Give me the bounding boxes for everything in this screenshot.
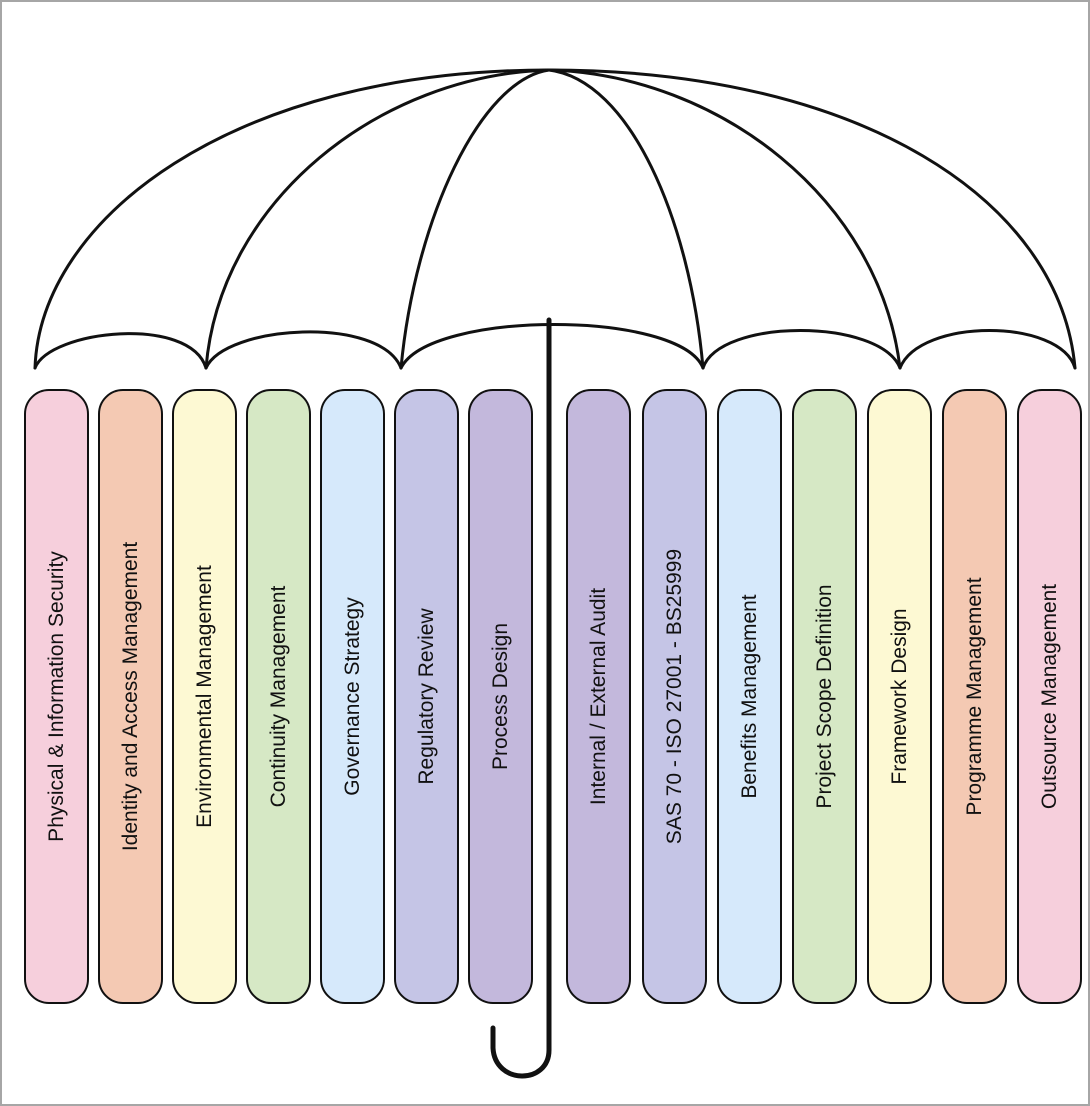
- pillar-2: [98, 389, 163, 1004]
- pillar-label-9: SAS 70 - ISO 27001 - BS25999: [663, 549, 686, 844]
- pillar-4: [246, 389, 311, 1004]
- pillar-label-4: Continuity Management: [267, 585, 290, 807]
- canopy-rib-6: [547, 68, 1077, 370]
- canopy-rib-2: [204, 68, 551, 370]
- pillar-label-2: Identity and Access Management: [119, 542, 142, 852]
- pillar-13: [942, 389, 1007, 1004]
- canopy-scallop-2: [204, 330, 403, 370]
- canopy-scallop-1: [33, 332, 208, 370]
- pillar-label-6: Regulatory Review: [415, 608, 438, 785]
- pillar-7: [468, 389, 533, 1004]
- pillar-11: [792, 389, 857, 1004]
- canopy-rib-1: [33, 68, 551, 370]
- canopy-scallop-5: [898, 329, 1077, 370]
- canopy-rib-4: [547, 68, 705, 370]
- pillar-5: [320, 389, 385, 1004]
- pillar-label-3: Environmental Management: [193, 565, 216, 828]
- pillar-label-12: Framework Design: [888, 608, 911, 784]
- pillar-6: [394, 389, 459, 1004]
- pillar-group: Physical & Information Security Identity …: [24, 389, 1082, 1004]
- pillar-label-5: Governance Strategy: [341, 597, 364, 796]
- canopy-rib-3: [399, 68, 551, 370]
- pillar-3: [172, 389, 237, 1004]
- pillar-label-10: Benefits Management: [738, 594, 761, 798]
- pillar-12: [867, 389, 932, 1004]
- pillar-label-14: Outsource Management: [1038, 584, 1061, 809]
- pillar-9: [642, 389, 707, 1004]
- canopy-rib-5: [547, 68, 902, 370]
- canopy-scallop-4: [701, 329, 902, 370]
- pillar-label-1: Physical & Information Security: [45, 551, 68, 842]
- pillar-label-7: Process Design: [489, 623, 512, 770]
- pillar-1: [24, 389, 89, 1004]
- umbrella-shaft: [490, 317, 552, 1079]
- pillar-8: [566, 389, 631, 1004]
- pillar-label-8: Internal / External Audit: [587, 588, 610, 805]
- umbrella-canopy: [33, 68, 1077, 370]
- canopy-scallop-3: [399, 323, 705, 370]
- pillar-10: [717, 389, 782, 1004]
- pillar-label-11: Project Scope Definition: [813, 584, 836, 808]
- pillar-14: [1017, 389, 1082, 1004]
- pillar-label-13: Programme Management: [963, 577, 986, 815]
- umbrella-handle: [490, 317, 552, 1079]
